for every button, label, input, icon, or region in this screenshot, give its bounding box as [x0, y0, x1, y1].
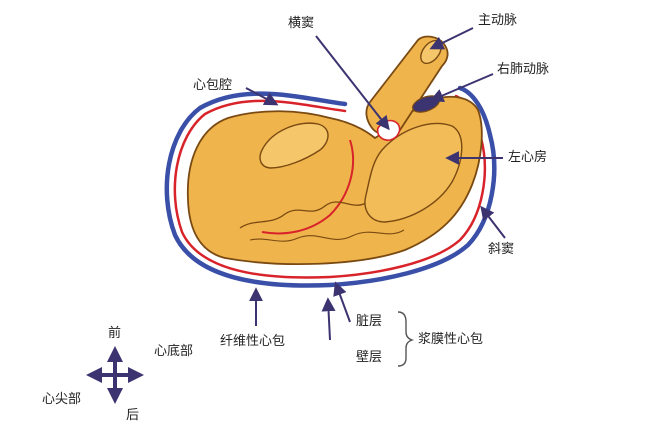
- left-atrium-region: [364, 122, 463, 223]
- serous-pericardium-bracket: [397, 311, 415, 367]
- orientation-apex: 心尖部: [42, 392, 82, 407]
- label-aorta: 主动脉: [478, 13, 518, 28]
- orientation-compass: [86, 346, 144, 404]
- leader-visceral-layer: [333, 281, 351, 323]
- label-oblique-sinus: 斜窦: [488, 242, 515, 257]
- orientation-posterior: 后: [126, 408, 140, 423]
- leader-transverse-sinus: [315, 35, 390, 131]
- label-right-pulmonary-artery: 右肺动脉: [497, 62, 550, 77]
- leader-aorta: [429, 27, 474, 50]
- leader-oblique-sinus: [480, 205, 506, 239]
- orientation-anterior: 前: [108, 326, 122, 341]
- leader-right-pulmonary-artery: [429, 73, 494, 103]
- label-pericardial-cavity: 心包腔: [193, 78, 233, 93]
- label-parietal-layer: 壁层: [356, 350, 383, 365]
- heart-chamber: [259, 122, 329, 169]
- visceral-layer-line: [261, 139, 354, 235]
- leader-pericardial-cavity: [245, 87, 279, 106]
- parietal-layer-outline: [173, 94, 487, 279]
- label-visceral-layer: 脏层: [356, 314, 383, 329]
- label-transverse-sinus: 横窦: [288, 16, 315, 31]
- leader-parietal-layer: [321, 297, 336, 341]
- label-fibrous-pericardium: 纤维性心包: [220, 334, 286, 349]
- label-left-atrium: 左心房: [508, 150, 548, 165]
- fibrous-pericardium-outline: [164, 85, 497, 288]
- label-serous-pericardium: 浆膜性心包: [418, 332, 484, 347]
- septum-texture-2: [249, 229, 405, 242]
- orientation-base: 心底部: [154, 344, 194, 359]
